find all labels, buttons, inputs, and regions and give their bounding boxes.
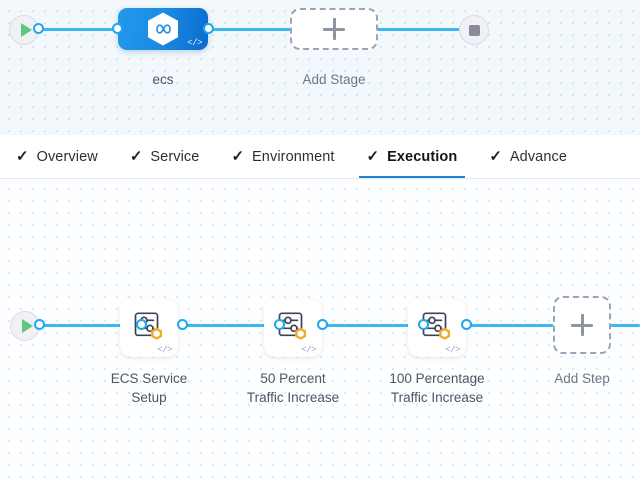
- code-view-icon[interactable]: </>: [301, 345, 316, 355]
- check-icon: ✓: [366, 148, 380, 165]
- step-settings-icon: [276, 310, 310, 344]
- check-icon: ✓: [16, 148, 29, 165]
- port-step-2-in[interactable]: [274, 319, 285, 330]
- step-node-100-percentage-traffic-increase[interactable]: </>: [408, 299, 466, 357]
- code-view-icon[interactable]: </>: [187, 38, 202, 48]
- execution-canvas[interactable]: </> ECS Service Setup </> 50 P: [0, 179, 640, 480]
- add-step-button[interactable]: [553, 296, 611, 354]
- port-step-1-in[interactable]: [136, 319, 147, 330]
- port-step-2-out[interactable]: [317, 319, 328, 330]
- port-exec-start-out[interactable]: [34, 319, 45, 330]
- tab-advanced[interactable]: ✓ Advance: [473, 135, 583, 178]
- step-3-label-line2: Traffic Increase: [390, 390, 484, 405]
- connector-start-to-stage: [34, 28, 138, 31]
- add-step-label: Add Step: [554, 371, 610, 386]
- step-2-label-line1: 50 Percent: [260, 371, 326, 386]
- port-step-1-out[interactable]: [177, 319, 188, 330]
- port-stage-out[interactable]: [203, 23, 214, 34]
- play-icon: [20, 23, 32, 37]
- tab-overview[interactable]: ✓ Overview: [0, 135, 114, 178]
- harness-hexagon-badge: [439, 327, 450, 340]
- step-1-label-line1: ECS Service: [110, 371, 188, 386]
- check-icon: ✓: [129, 148, 143, 165]
- tab-label: Overview: [36, 148, 98, 165]
- port-step-3-out[interactable]: [461, 319, 472, 330]
- tab-service[interactable]: ✓ Service: [114, 135, 216, 178]
- connector-add-step-outgoing: [610, 324, 640, 327]
- port-step-3-in[interactable]: [418, 319, 429, 330]
- harness-hexagon-badge: [151, 327, 162, 340]
- harness-hexagon-badge: [295, 327, 306, 340]
- connector-step-2-to-step-3: [322, 324, 410, 327]
- tab-label: Service: [150, 148, 200, 165]
- stop-icon: [468, 24, 480, 36]
- connector-step-1-to-step-2: [182, 324, 278, 327]
- connector-add-stage-to-end: [377, 28, 465, 31]
- pipeline-tab-bar: ✓ Overview ✓ Service ✓ Environment ✓ Exe…: [0, 135, 640, 179]
- add-stage-label: Add Stage: [302, 72, 366, 87]
- plus-icon: [571, 314, 593, 336]
- step-1-label: ECS Service Setup: [79, 369, 219, 407]
- connector-step-3-to-add-step: [466, 324, 554, 327]
- check-icon: ✓: [489, 148, 502, 165]
- code-view-icon[interactable]: </>: [445, 345, 460, 355]
- play-icon: [21, 319, 33, 333]
- pipeline-end-marker: [459, 15, 489, 45]
- port-start-out[interactable]: [33, 23, 44, 34]
- tab-label: Environment: [252, 148, 335, 165]
- tab-execution[interactable]: ✓ Execution: [351, 135, 474, 178]
- step-1-label-line2: Setup: [131, 390, 167, 405]
- step-settings-icon: [420, 310, 454, 344]
- step-2-label: 50 Percent Traffic Increase: [223, 369, 363, 407]
- connector-stage-to-add-stage: [207, 28, 291, 31]
- tab-environment[interactable]: ✓ Environment: [215, 135, 350, 178]
- hexagon-infinity-icon: [148, 12, 178, 46]
- stage-node-ecs[interactable]: </>: [118, 8, 208, 50]
- stage-node-label: ecs: [152, 72, 174, 87]
- tab-label: Advance: [509, 148, 568, 165]
- plus-icon: [323, 18, 345, 40]
- step-3-label: 100 Percentage Traffic Increase: [367, 369, 507, 407]
- step-node-ecs-service-setup[interactable]: </>: [120, 299, 178, 357]
- connector-start-to-step-1: [36, 324, 140, 327]
- check-icon: ✓: [231, 148, 245, 165]
- port-stage-in[interactable]: [112, 23, 123, 34]
- step-node-50-percent-traffic-increase[interactable]: </>: [264, 299, 322, 357]
- code-view-icon[interactable]: </>: [157, 345, 172, 355]
- pipeline-start-marker: [9, 15, 39, 45]
- step-3-label-line1: 100 Percentage: [389, 371, 485, 386]
- tab-label: Execution: [387, 148, 458, 165]
- step-2-label-line2: Traffic Increase: [246, 390, 340, 405]
- stage-canvas[interactable]: </> ecs Add Stage: [0, 0, 640, 135]
- add-stage-button[interactable]: [290, 8, 378, 50]
